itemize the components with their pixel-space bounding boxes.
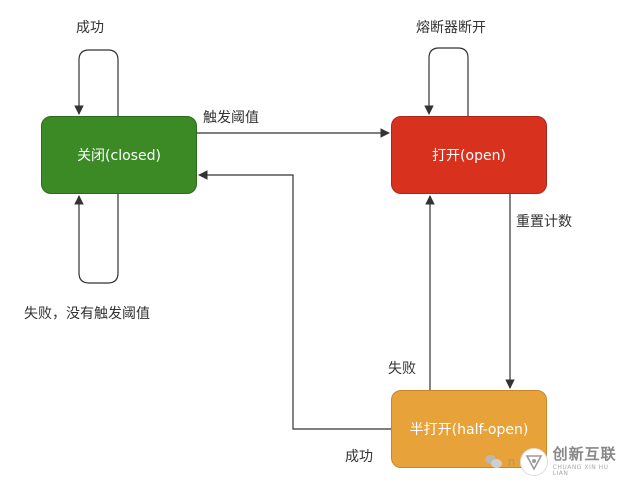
- state-open: 打开(open): [391, 116, 547, 194]
- state-half-open-label: 半打开(half-open): [409, 422, 529, 438]
- brand-name-cn: 创新互联: [552, 445, 617, 463]
- state-closed-label: 关闭(closed): [77, 148, 161, 164]
- brand-logo-icon: [520, 448, 548, 476]
- closed-self-success-label: 成功: [76, 20, 104, 36]
- watermark: n 创新互联 CHUANG XIN HU LIAN: [485, 442, 625, 482]
- state-closed: 关闭(closed): [41, 116, 197, 194]
- closed-to-open-label: 触发阈值: [203, 110, 259, 126]
- closed-self-loop-bottom: [74, 194, 119, 284]
- half-open-to-open-label: 失败: [388, 361, 416, 377]
- watermark-partial-text: n: [507, 455, 516, 469]
- closed-self-loop-top: [74, 49, 119, 116]
- closed-self-failure-label: 失败，没有触发阈值: [24, 306, 150, 322]
- open-to-half-open-label: 重置计数: [516, 214, 572, 230]
- open-self-label: 熔断器断开: [416, 20, 486, 36]
- brand-name: 创新互联 CHUANG XIN HU LIAN: [553, 447, 625, 477]
- half-open-to-closed-arrow: [198, 170, 391, 430]
- brand-name-en: CHUANG XIN HU LIAN: [552, 464, 609, 477]
- wechat-icon: [485, 455, 503, 469]
- open-self-loop: [424, 47, 469, 116]
- half-open-to-closed-label: 成功: [345, 449, 373, 465]
- state-open-label: 打开(open): [432, 148, 506, 164]
